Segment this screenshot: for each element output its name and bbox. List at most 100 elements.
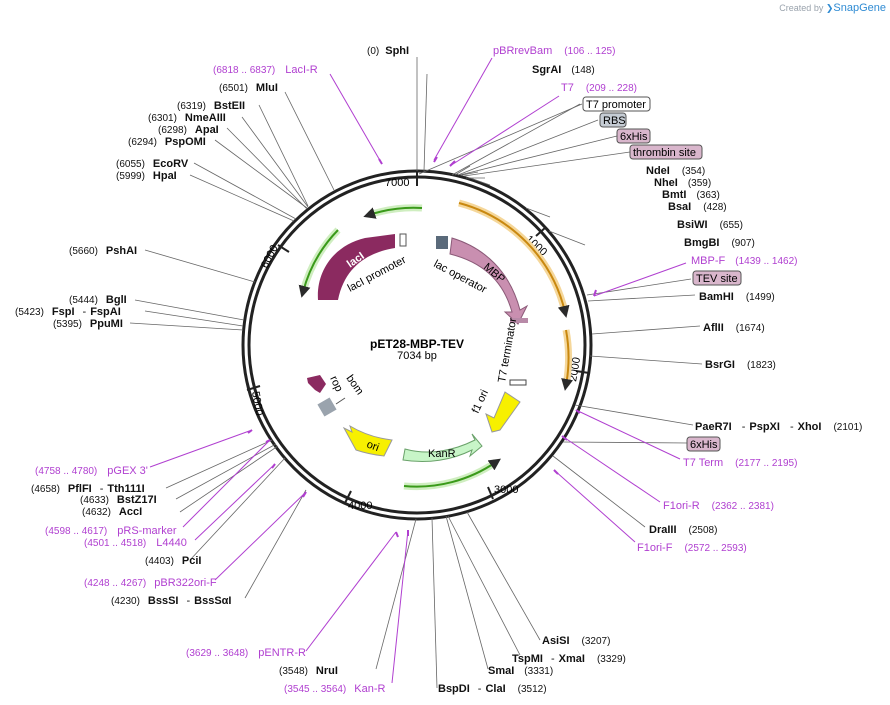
paer7i-name: PaeR7I bbox=[695, 421, 732, 433]
plasmid-length: 7034 bp bbox=[397, 350, 437, 362]
f1orif-pos: (2572 .. 2593) bbox=[684, 543, 746, 554]
sphi-pos: (0) bbox=[367, 46, 379, 57]
his-tag-box-label-1: 6xHis bbox=[620, 131, 648, 143]
svg-text:SgrAI(148): SgrAI(148) bbox=[532, 64, 595, 76]
mlui-pos: (6501) bbox=[219, 83, 248, 94]
bmgbi-name: BmgBI bbox=[684, 237, 719, 249]
fspi-name: FspI bbox=[52, 306, 75, 318]
snapgene-name: SnapGene bbox=[833, 2, 886, 14]
ori-feature[interactable] bbox=[342, 424, 393, 457]
enzyme-leader-lines bbox=[129, 57, 703, 689]
f1orif-name: F1ori-F bbox=[637, 542, 673, 554]
svg-text:(5423)FspI-FspAI: (5423)FspI-FspAI bbox=[15, 306, 121, 318]
primer-leader-lines bbox=[149, 57, 687, 684]
tick-marks bbox=[246, 171, 590, 504]
svg-text:(3545 .. 3564)Kan-R: (3545 .. 3564)Kan-R bbox=[284, 683, 386, 695]
ndei-name: NdeI bbox=[646, 165, 670, 177]
asisi-pos: (3207) bbox=[582, 636, 611, 647]
t7-terminator-marker bbox=[510, 318, 528, 323]
svg-text:(3629 .. 3648)pENTR-R: (3629 .. 3648) pENTR-R bbox=[186, 647, 306, 659]
l4440-name: L4440 bbox=[156, 537, 187, 549]
svg-text:(3548)NruI: (3548) NruI bbox=[279, 665, 338, 677]
prsmarker-pos: (4598 .. 4617) bbox=[45, 526, 107, 537]
lacI-direction-arc bbox=[298, 229, 339, 298]
svg-text:F1ori-F(2572 .. 2593): F1ori-F (2572 .. 2593) bbox=[637, 542, 747, 554]
ppumi-pos: (5395) bbox=[53, 319, 82, 330]
bsteii-pos: (6319) bbox=[177, 101, 206, 112]
svg-text:BspDI-ClaI(3512): BspDI-ClaI(3512) bbox=[438, 683, 547, 695]
tth111i-name: Tth111I bbox=[107, 483, 144, 495]
tev-box-label: TEV site bbox=[696, 273, 738, 285]
t7term-pos: (2177 .. 2195) bbox=[735, 458, 797, 469]
lacI-promoter-arc bbox=[363, 206, 423, 219]
pshai-name: PshAI bbox=[106, 245, 137, 257]
tev-direction-arc bbox=[561, 329, 573, 391]
kanr-direction-arc bbox=[403, 458, 501, 488]
mbpf-pos: (1439 .. 1462) bbox=[735, 256, 797, 267]
thrombin-box-label: thrombin site bbox=[633, 147, 696, 159]
bsssi-sep: - bbox=[186, 595, 190, 607]
tspmi-name: TspMI bbox=[512, 653, 543, 665]
t7term-name: T7 Term bbox=[683, 457, 723, 469]
bsssi-pos: (4230) bbox=[111, 596, 140, 607]
bsiwi-pos: (655) bbox=[720, 220, 743, 231]
bgli-pos: (5444) bbox=[69, 295, 98, 306]
pentrr-name: pENTR-R bbox=[258, 647, 306, 659]
tick-label-6000: 6000 bbox=[259, 243, 281, 270]
pentrr-pos: (3629 .. 3648) bbox=[186, 648, 248, 659]
svg-text:(5395)PpuMI: (5395) PpuMI bbox=[53, 318, 123, 330]
svg-text:(4403)PciI: (4403) PciI bbox=[145, 555, 201, 567]
svg-text:NheI(359): NheI (359) bbox=[654, 177, 711, 189]
ppumi-name: PpuMI bbox=[90, 318, 123, 330]
svg-text:(5999)HpaI: (5999)HpaI bbox=[116, 170, 177, 182]
hpai-name: HpaI bbox=[153, 170, 177, 182]
bamhi-pos: (1499) bbox=[746, 292, 775, 303]
smai-pos: (3331) bbox=[524, 666, 553, 677]
nrui-pos: (3548) bbox=[279, 666, 308, 677]
f1-ori-feature[interactable] bbox=[485, 391, 521, 433]
tspmi-pos: (3329) bbox=[597, 654, 626, 665]
svg-text:(4501 .. 4518)L4440: (4501 .. 4518)L4440 bbox=[84, 537, 187, 549]
t7-promoter-box-label: T7 promoter bbox=[586, 99, 646, 111]
nhei-pos: (359) bbox=[688, 178, 711, 189]
fspai-name: FspAI bbox=[90, 306, 121, 318]
bsteii-name: BstEII bbox=[214, 100, 245, 112]
tick-labels: 7000 1000 2000 3000 4000 5000 6000 bbox=[249, 177, 583, 512]
pbrrevbam-name: pBRrevBam bbox=[493, 45, 552, 57]
bsrgi-pos: (1823) bbox=[747, 360, 776, 371]
bsssi-name: BssSI bbox=[148, 595, 179, 607]
ecorv-name: EcoRV bbox=[153, 158, 189, 170]
his-tag-box-label-2: 6xHis bbox=[690, 439, 718, 451]
svg-text:(4230)BssSI-BssSαI: (4230)BssSI-BssSαI bbox=[111, 595, 232, 607]
svg-text:pBRrevBam(106 .. 125): pBRrevBam(106 .. 125) bbox=[493, 45, 615, 57]
bom-feature[interactable] bbox=[317, 397, 337, 417]
bmti-pos: (363) bbox=[696, 190, 719, 201]
svg-text:MBP-F(1439 .. 1462): MBP-F(1439 .. 1462) bbox=[691, 255, 798, 267]
nrui-name: NruI bbox=[316, 665, 338, 677]
t7-pos: (209 .. 228) bbox=[586, 83, 637, 94]
lacI-feature[interactable] bbox=[317, 234, 395, 300]
mbp-feature[interactable] bbox=[449, 237, 529, 325]
nmeaiii-name: NmeAIII bbox=[185, 112, 226, 124]
pgex3-name: pGEX 3' bbox=[107, 465, 148, 477]
bspdi-name: BspDI bbox=[438, 683, 470, 695]
t7-terminator-box bbox=[509, 379, 527, 386]
pcii-pos: (4403) bbox=[145, 556, 174, 567]
apai-name: ApaI bbox=[195, 124, 219, 136]
nhei-name: NheI bbox=[654, 177, 678, 189]
pcii-name: PciI bbox=[182, 555, 202, 567]
pflfi-sep: - bbox=[100, 483, 104, 495]
svg-text:(6294)PspOMI: (6294)PspOMI bbox=[128, 136, 206, 148]
svg-text:TspMI-XmaI(3329): TspMI-XmaI(3329) bbox=[512, 653, 626, 665]
svg-text:PaeR7I-PspXI-XhoI(2101): PaeR7I-PspXI-XhoI(2101) bbox=[695, 421, 862, 433]
pbr322orif-pos: (4248 .. 4267) bbox=[84, 578, 146, 589]
tick-label-7000: 7000 bbox=[385, 177, 409, 189]
site-labels: (0)SphI pBRrevBam(106 .. 125) SgrAI(148)… bbox=[15, 45, 862, 695]
f1-ori-label: f1 ori bbox=[470, 388, 491, 415]
svg-text:(5660)PshAI: (5660)PshAI bbox=[69, 245, 137, 257]
bsrgi-name: BsrGI bbox=[705, 359, 735, 371]
fspi-pos: (5423) bbox=[15, 307, 44, 318]
tick-label-4000: 4000 bbox=[348, 500, 372, 512]
rop-feature[interactable] bbox=[307, 375, 326, 393]
kanr-feature[interactable] bbox=[402, 433, 483, 463]
